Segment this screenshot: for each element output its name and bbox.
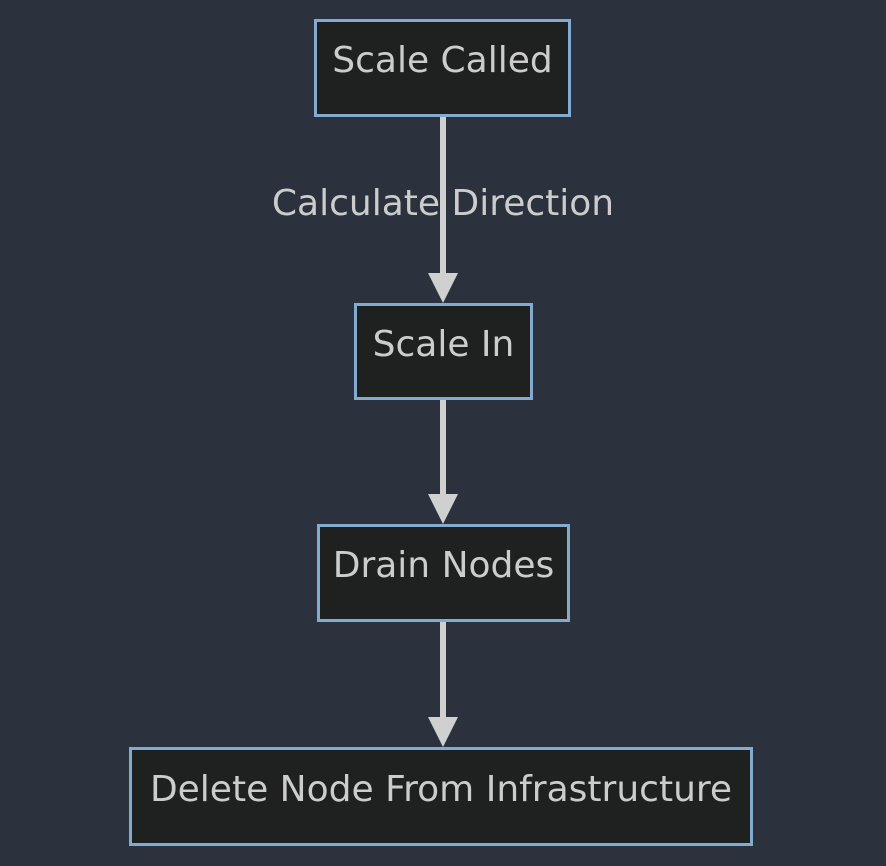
edge-line-scale-in-to-drain-nodes <box>440 400 446 497</box>
node-scale-called: Scale Called <box>314 19 571 117</box>
node-label: Scale In <box>372 323 515 365</box>
node-label: Drain Nodes <box>332 545 555 586</box>
node-label: Delete Node From Infrastructure <box>149 768 733 810</box>
node-label: Scale Called <box>332 40 553 81</box>
arrowhead-down-icon <box>428 494 458 524</box>
arrowhead-down-icon <box>428 273 458 303</box>
node-scale-in: Scale In <box>354 303 533 400</box>
edge-label-calculate-direction: Calculate Direction <box>271 183 615 225</box>
edge-line-drain-nodes-to-delete-node <box>440 622 446 720</box>
arrowhead-down-icon <box>428 717 458 747</box>
node-delete-node-from-infrastructure: Delete Node From Infrastructure <box>129 747 753 846</box>
node-drain-nodes: Drain Nodes <box>317 524 570 622</box>
edge-line-scale-called-to-scale-in <box>440 117 446 275</box>
